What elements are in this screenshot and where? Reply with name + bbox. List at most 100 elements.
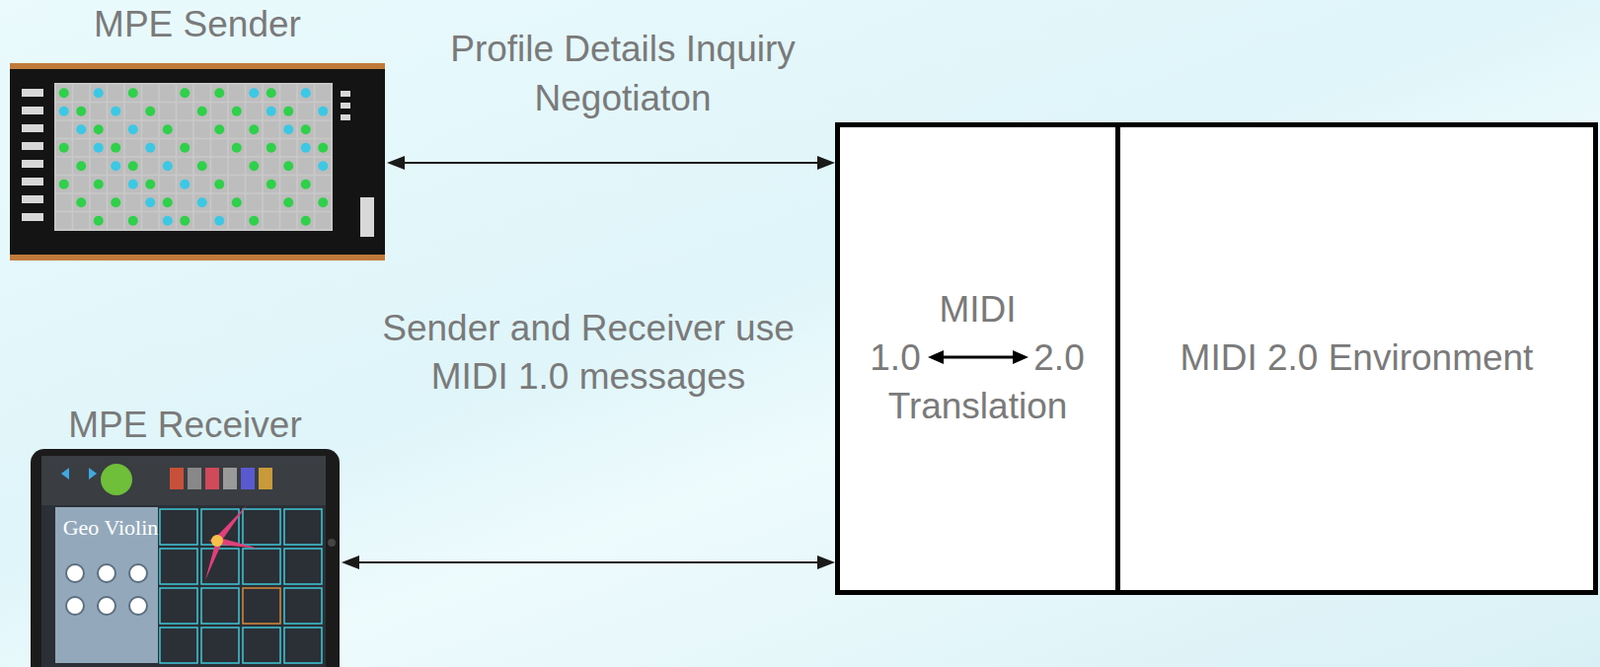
pad-cell (159, 84, 176, 102)
pad-cell (263, 102, 280, 120)
pad-cell (280, 212, 297, 229)
pad-cell (107, 175, 124, 193)
pad-light (93, 143, 104, 153)
pad-cell (142, 139, 158, 156)
pad-light (93, 216, 104, 227)
pad-light (283, 160, 294, 171)
pad-cell (263, 194, 280, 212)
pad-light (317, 197, 328, 208)
play-grid (159, 509, 322, 664)
pad-cell (280, 84, 297, 102)
pad-cell (125, 102, 142, 120)
pad-cell (211, 194, 228, 212)
pad-cell (176, 212, 193, 229)
connector-arrow (386, 155, 836, 170)
pad-light (283, 106, 294, 117)
sender-device: MPE Sender (9, 63, 385, 261)
pad-cell (194, 212, 211, 229)
pad-light (231, 197, 242, 208)
pad-cell (73, 139, 89, 156)
pad-cell (314, 175, 331, 193)
pad-light (231, 143, 242, 153)
pad-light (214, 87, 225, 98)
pad-cell (142, 102, 158, 120)
pad-light (197, 197, 208, 208)
pad-cell (298, 121, 314, 139)
pad-cell (298, 157, 314, 175)
pad-light (145, 179, 155, 190)
pad-light (128, 160, 139, 171)
toolbar-arrow (88, 467, 97, 480)
pad-light (59, 179, 70, 190)
pad-light (128, 124, 139, 135)
pad-light (110, 160, 121, 171)
pad-cell (176, 102, 193, 120)
pad-light (197, 106, 208, 117)
pad-cell (125, 212, 142, 229)
pad-light (301, 143, 311, 153)
pad-cell (159, 194, 176, 212)
pad-cell (125, 194, 142, 212)
pad-light (214, 216, 225, 227)
pad-light (162, 124, 173, 135)
pad-cell (228, 212, 245, 229)
pad-light (93, 124, 104, 135)
connector-arrow (341, 555, 836, 570)
touch-sparkle (205, 505, 259, 581)
pad-cell (194, 194, 211, 212)
arrow-head (386, 155, 405, 170)
pad-cell (56, 194, 73, 212)
pad-cell (73, 84, 89, 102)
pad-cell (228, 102, 245, 120)
side-buttons (21, 88, 375, 237)
tablet-screen (41, 456, 326, 667)
pad-cell (263, 212, 280, 229)
pad-cell (263, 139, 280, 156)
pad-cell (90, 194, 107, 212)
pad-cell (280, 139, 297, 156)
pad-cell (107, 84, 124, 102)
edge-label: Profile Details Inquiry Negotiaton (435, 24, 811, 124)
pad-cell (159, 139, 176, 156)
pad-light (162, 216, 173, 227)
pad-cell (194, 139, 211, 156)
node-text: Translation (839, 384, 1116, 429)
pad-cell (314, 84, 331, 102)
pad-cell (176, 194, 193, 212)
pad-cell (159, 102, 176, 120)
toolbar (41, 456, 326, 506)
pad-cell (176, 121, 193, 139)
wood-frame (9, 63, 385, 261)
pad-cell (298, 194, 314, 212)
pad-cell (194, 121, 211, 139)
pad-cell (245, 139, 262, 156)
pad-grid (54, 82, 333, 231)
pad-cell (194, 102, 211, 120)
pad-cell (280, 194, 297, 212)
pad-cell (142, 175, 158, 193)
pad-light (110, 143, 121, 153)
pad-cell (211, 212, 228, 229)
pad-cell (176, 175, 193, 193)
note-text: Sender and Receiver use MIDI 1.0 message… (376, 304, 801, 401)
pad-cell (125, 139, 142, 156)
pad-cell (280, 175, 297, 193)
pad-cell (211, 139, 228, 156)
pad-cell (125, 157, 142, 175)
node-text: MIDI 2.0 Environment (1120, 336, 1594, 381)
pad-cell (228, 194, 245, 212)
pad-cell (90, 121, 107, 139)
pad-light (283, 197, 294, 208)
pad-cell (107, 102, 124, 120)
home-button (327, 538, 336, 547)
pad-cell (211, 102, 228, 120)
pad-cell (107, 121, 124, 139)
pad-cell (228, 84, 245, 102)
arrow-head (817, 155, 836, 170)
pad-light (76, 160, 86, 171)
pad-light (248, 124, 259, 135)
pad-cell (245, 121, 262, 139)
pad-light (301, 216, 311, 227)
pad-light (214, 124, 225, 135)
